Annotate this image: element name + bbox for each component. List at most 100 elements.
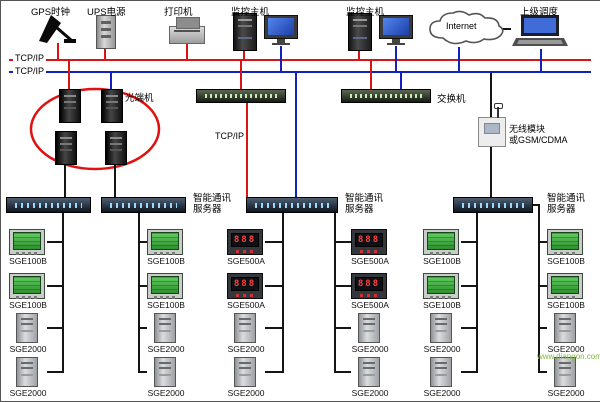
server-ports bbox=[255, 203, 329, 208]
device-column-6: SGE100B SGE100B SGE2000 SGE2000 bbox=[544, 229, 588, 401]
switch-ports bbox=[205, 94, 277, 98]
host1-tower-icon bbox=[233, 13, 257, 51]
stub-line bbox=[461, 241, 477, 243]
device-sge2000 bbox=[234, 357, 256, 387]
monitor-screen bbox=[383, 18, 409, 35]
optical-terminal-label: 光端机 bbox=[125, 93, 154, 104]
monitor-screen bbox=[268, 18, 294, 35]
printer-slot bbox=[174, 30, 200, 32]
meter-sge500a: 888 bbox=[351, 229, 387, 255]
device-label: SGE100B bbox=[147, 300, 185, 310]
dispatch-label: 上级调度 bbox=[520, 7, 559, 18]
device-label: SGE2000 bbox=[227, 388, 265, 398]
stub-line bbox=[138, 285, 147, 287]
connector-line bbox=[490, 146, 492, 197]
monitor-host1-label: 监控主机 bbox=[231, 7, 270, 18]
comm-server-label-line2: 服务器 bbox=[547, 204, 576, 215]
device-sge2000 bbox=[154, 357, 176, 387]
wireless-module-icon bbox=[478, 103, 506, 147]
device-label: SGE2000 bbox=[9, 388, 47, 398]
device-sge2000 bbox=[358, 357, 380, 387]
optical-terminal-icon bbox=[55, 131, 77, 165]
stub-line bbox=[461, 327, 477, 329]
device-column-4: 888 SGE500A 888 SGE500A SGE2000 SGE2000 bbox=[348, 229, 392, 401]
connector-line bbox=[240, 61, 242, 89]
connector-line bbox=[540, 49, 542, 72]
trunk-line bbox=[531, 204, 540, 206]
device-label: SGE500A bbox=[351, 300, 389, 310]
device-label: SGE2000 bbox=[423, 344, 461, 354]
stub-line bbox=[47, 371, 63, 373]
stub-line bbox=[334, 241, 351, 243]
meter-digits: 888 bbox=[231, 233, 259, 247]
connector-line bbox=[358, 49, 360, 60]
server-ports bbox=[462, 203, 524, 208]
meter-sge100b bbox=[147, 229, 183, 255]
stub-line bbox=[538, 285, 547, 287]
stub-line bbox=[461, 285, 477, 287]
comm-server-4 bbox=[453, 197, 533, 213]
connector-line bbox=[400, 73, 402, 89]
comm-server-1 bbox=[6, 197, 91, 213]
trunk-line bbox=[476, 213, 478, 373]
meter-screen bbox=[551, 232, 579, 250]
meter-screen bbox=[13, 232, 41, 250]
meter-sge500a: 888 bbox=[227, 273, 263, 299]
connector-line bbox=[57, 43, 59, 60]
switch-2 bbox=[341, 89, 431, 103]
meter-screen bbox=[427, 232, 455, 250]
comm-server-label-line1: 智能通讯 bbox=[547, 193, 586, 204]
connector-line bbox=[370, 61, 372, 89]
meter-screen bbox=[551, 276, 579, 294]
stub-line bbox=[461, 371, 477, 373]
device-label: SGE2000 bbox=[547, 388, 585, 398]
monitor-base bbox=[387, 43, 405, 45]
meter-screen bbox=[151, 276, 179, 294]
meter-sge100b bbox=[147, 273, 183, 299]
device-sge2000 bbox=[16, 357, 38, 387]
stub-line bbox=[538, 241, 547, 243]
tcpip-bus-label-bottom: TCP/IP bbox=[13, 66, 47, 76]
stub-line bbox=[138, 241, 147, 243]
device-label: SGE100B bbox=[547, 256, 585, 266]
device-sge2000 bbox=[554, 313, 576, 343]
internet-label: Internet bbox=[446, 21, 477, 31]
meter-screen bbox=[151, 232, 179, 250]
device-column-5: SGE100B SGE100B SGE2000 SGE2000 bbox=[420, 229, 464, 401]
meter-sge100b bbox=[423, 229, 459, 255]
fiber-ring bbox=[29, 87, 161, 171]
connector-line bbox=[68, 61, 70, 89]
comm-server-label-line1: 智能通讯 bbox=[345, 193, 384, 204]
comm-server-label-line2: 服务器 bbox=[193, 204, 222, 215]
stub-line bbox=[334, 327, 351, 329]
meter-screen bbox=[427, 276, 455, 294]
printer-icon bbox=[169, 17, 205, 44]
meter-sge100b bbox=[9, 273, 45, 299]
gps-antenna-icon bbox=[39, 15, 76, 43]
meter-digits: 888 bbox=[355, 233, 383, 247]
tcpip-bus-blue bbox=[9, 71, 591, 73]
stub-line bbox=[265, 371, 283, 373]
trunk-line bbox=[62, 213, 64, 373]
server-ports bbox=[15, 203, 82, 208]
connector-line bbox=[64, 163, 66, 197]
stub-line bbox=[138, 327, 147, 329]
gps-clock-label: GPS时钟 bbox=[31, 7, 71, 18]
optical-terminal-icon bbox=[59, 89, 81, 123]
wireless-label-line2: 或GSM/CDMA bbox=[509, 135, 568, 145]
device-label: SGE2000 bbox=[227, 344, 265, 354]
switch-label: 交换机 bbox=[437, 94, 466, 105]
connector-line bbox=[104, 47, 106, 60]
connector-line bbox=[501, 28, 511, 30]
meter-digits: 888 bbox=[231, 277, 259, 291]
meter-sge500a: 888 bbox=[227, 229, 263, 255]
stub-line bbox=[265, 241, 283, 243]
device-sge2000 bbox=[358, 313, 380, 343]
switch-1 bbox=[196, 89, 286, 103]
connector-line bbox=[295, 73, 297, 197]
monitor-stand bbox=[277, 39, 285, 43]
ups-label: UPS电源 bbox=[87, 7, 126, 18]
connector-line bbox=[395, 46, 397, 72]
stub-line bbox=[47, 327, 63, 329]
